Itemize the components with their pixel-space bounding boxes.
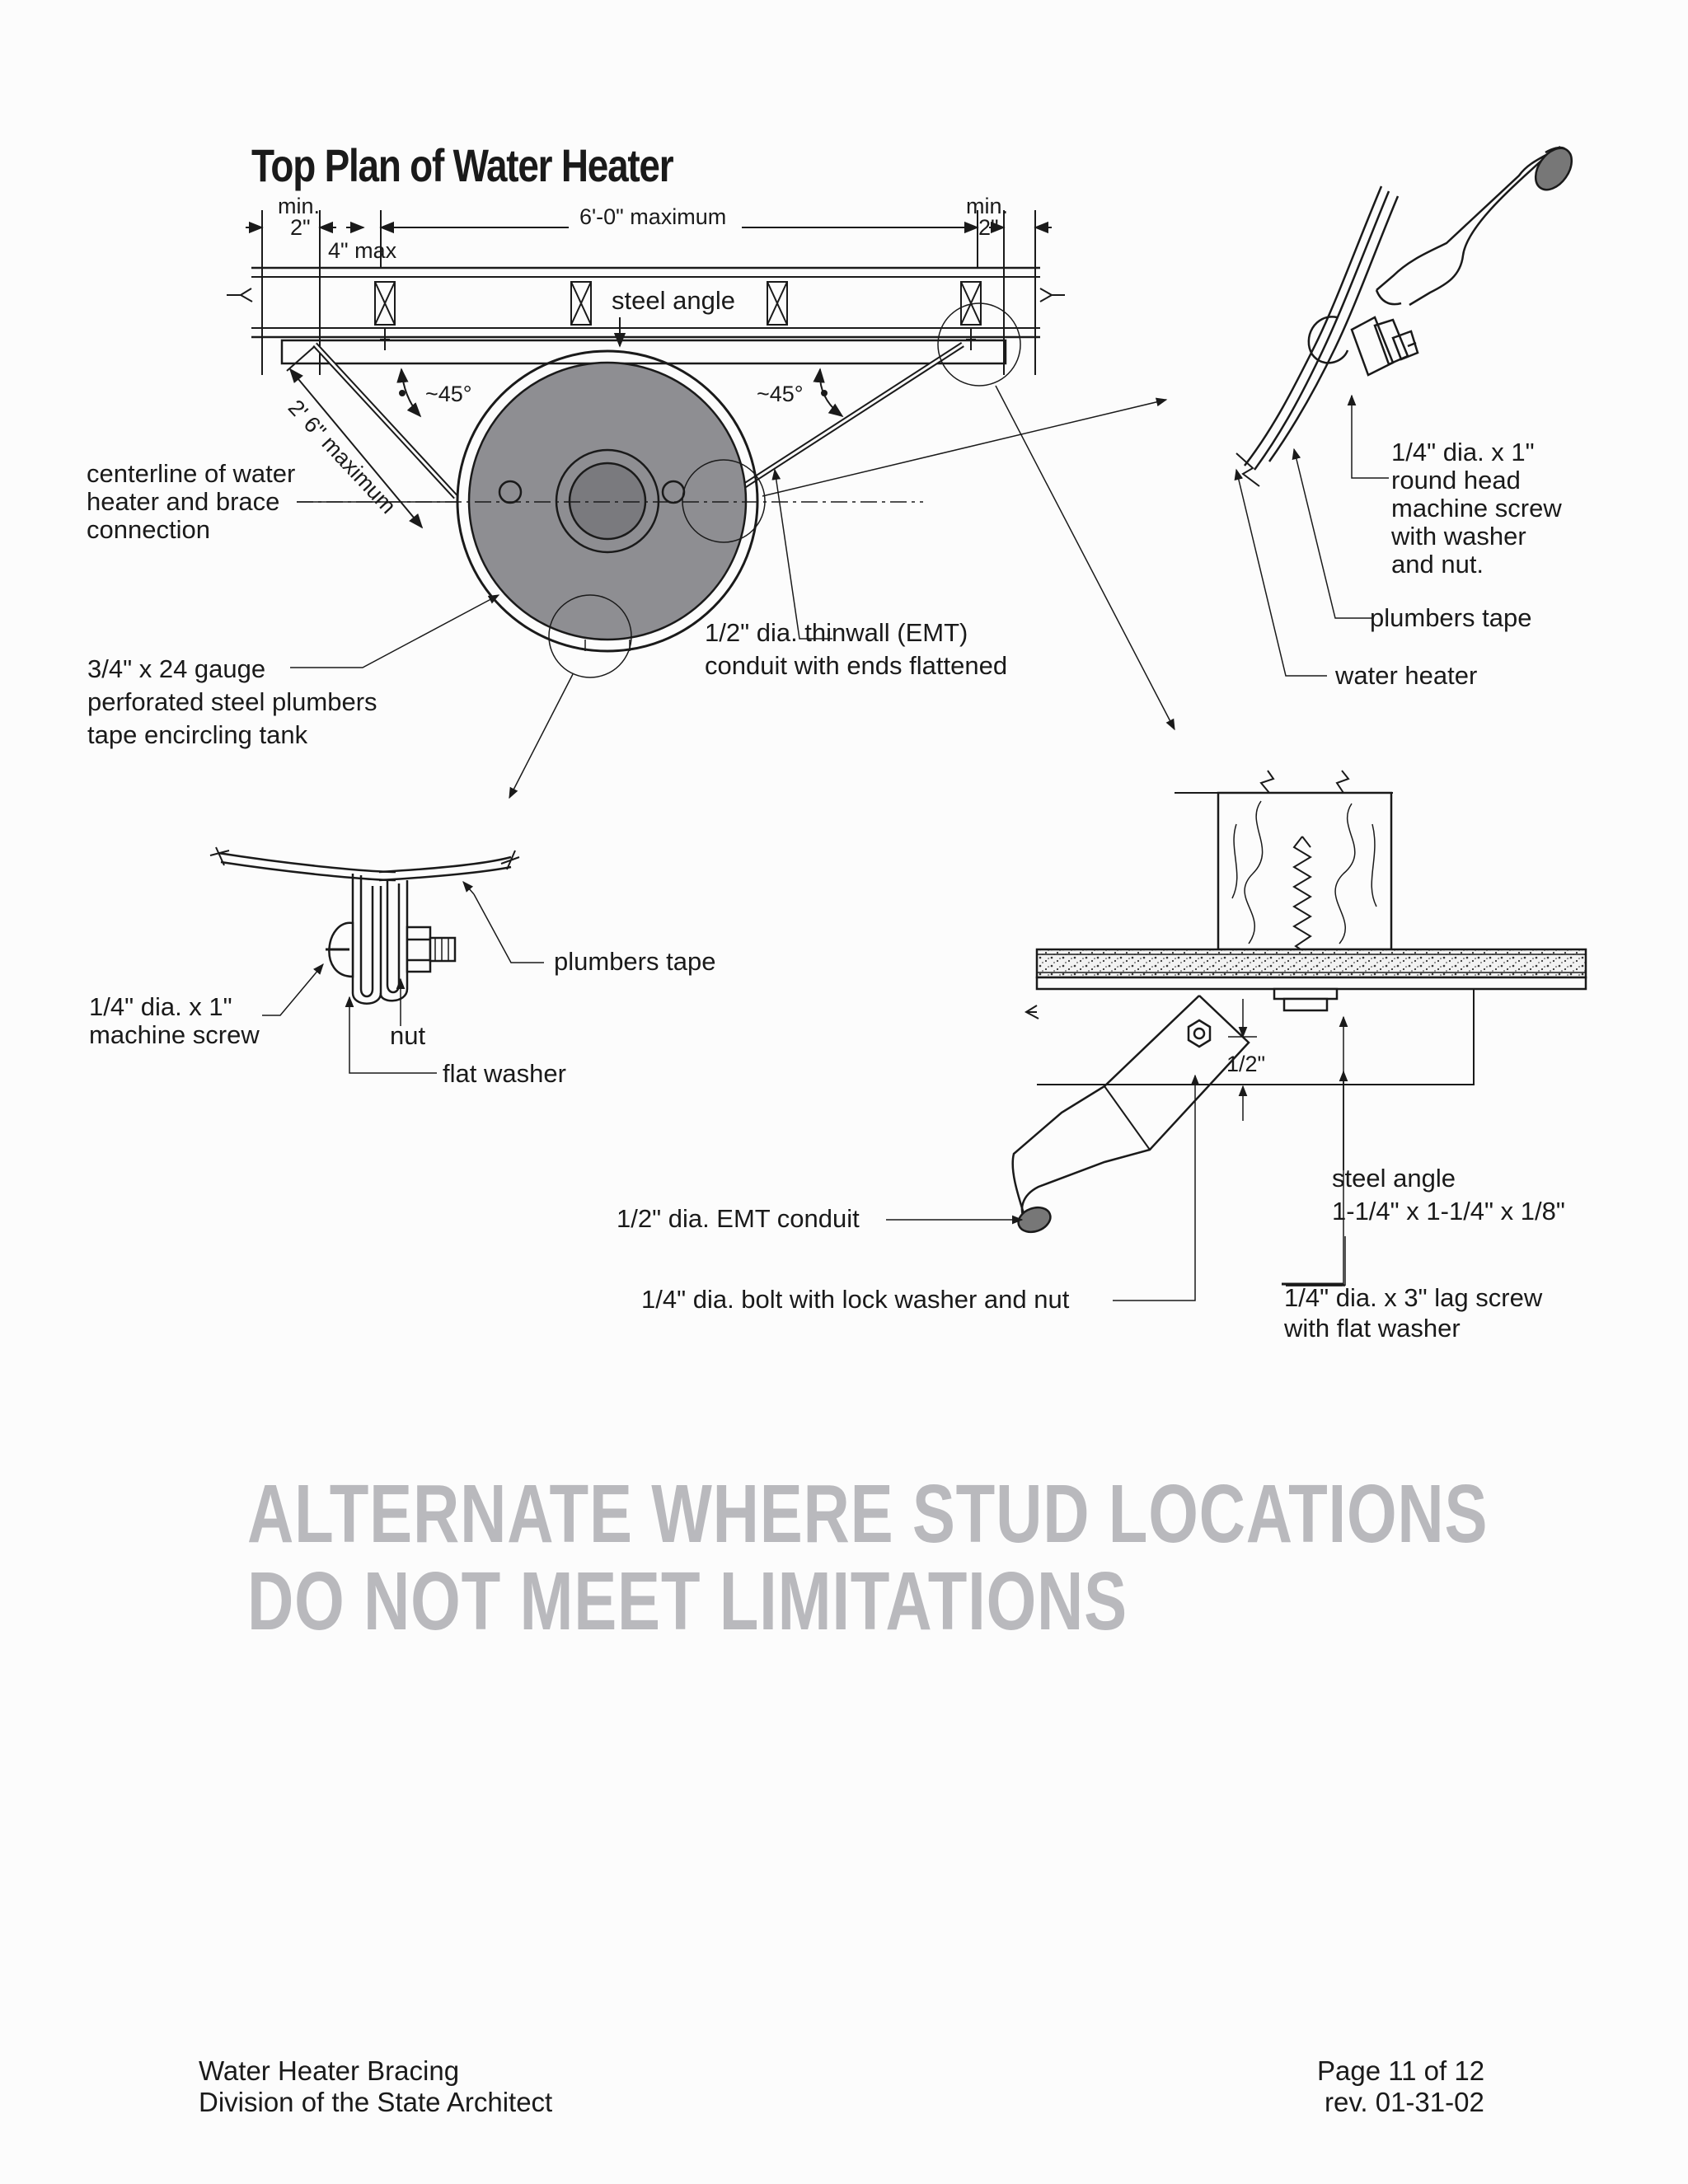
angle-attachment-detail bbox=[886, 770, 1587, 1301]
label-plumbers-tape-right: plumbers tape bbox=[1370, 603, 1532, 632]
dim-min-left: min. bbox=[278, 194, 321, 218]
banner-line-2: DO NOT MEET LIMITATIONS bbox=[247, 1555, 1128, 1647]
footer-title: Water Heater Bracing bbox=[199, 2055, 460, 2086]
dim-angle-left: ~45° bbox=[425, 382, 472, 406]
plan-title: Top Plan of Water Heater bbox=[251, 139, 674, 191]
footer-page: Page 11 of 12 bbox=[1317, 2055, 1485, 2086]
label-plumbers-tape-detail: plumbers tape bbox=[554, 947, 716, 976]
footer-revision: rev. 01-31-02 bbox=[1325, 2087, 1484, 2117]
label-flat-washer: flat washer bbox=[443, 1059, 566, 1088]
dim-half-inch: 1/2" bbox=[1226, 1052, 1266, 1076]
dim-4in-max: 4" max bbox=[328, 238, 397, 263]
dim-2in-right: 2" bbox=[978, 215, 999, 240]
tape-bolt-detail bbox=[209, 846, 544, 1074]
label-machine-screw: 1/4" dia. x 1" machine screw bbox=[89, 992, 260, 1049]
dim-2in-left: 2" bbox=[290, 215, 311, 240]
label-nut: nut bbox=[390, 1021, 426, 1050]
label-water-heater: water heater bbox=[1335, 661, 1478, 690]
label-tape-encircling: 3/4" x 24 gauge perforated steel plumber… bbox=[87, 654, 377, 749]
dim-6ft-max: 6'-0" maximum bbox=[579, 204, 727, 229]
label-thinwall: 1/2" dia. thinwall (EMT) conduit with en… bbox=[705, 618, 1008, 680]
steel-angle-plan bbox=[280, 339, 1007, 365]
label-emt-conduit: 1/2" dia. EMT conduit bbox=[617, 1204, 860, 1233]
label-steel-angle-top: steel angle bbox=[612, 286, 735, 315]
label-lag-screw: 1/4" dia. x 3" lag screw with flat washe… bbox=[1284, 1283, 1543, 1343]
tape-connection-detail bbox=[1234, 145, 1573, 677]
label-bolt: 1/4" dia. bolt with lock washer and nut bbox=[641, 1285, 1070, 1314]
dim-angle-right: ~45° bbox=[757, 382, 804, 406]
footer-division: Division of the State Architect bbox=[199, 2087, 553, 2117]
label-round-head-screw: 1/4" dia. x 1" round head machine screw … bbox=[1391, 438, 1562, 579]
label-steel-angle-detail: steel angle 1-1/4" x 1-1/4" x 1/8" bbox=[1332, 1164, 1565, 1226]
water-heater-tank bbox=[456, 349, 759, 653]
banner-line-1: ALTERNATE WHERE STUD LOCATIONS bbox=[247, 1468, 1489, 1560]
top-plan bbox=[227, 210, 1175, 799]
label-centerline: centerline of water heater and brace con… bbox=[87, 459, 296, 544]
stud-markers bbox=[374, 281, 982, 326]
dim-min-right: min. bbox=[966, 194, 1009, 218]
